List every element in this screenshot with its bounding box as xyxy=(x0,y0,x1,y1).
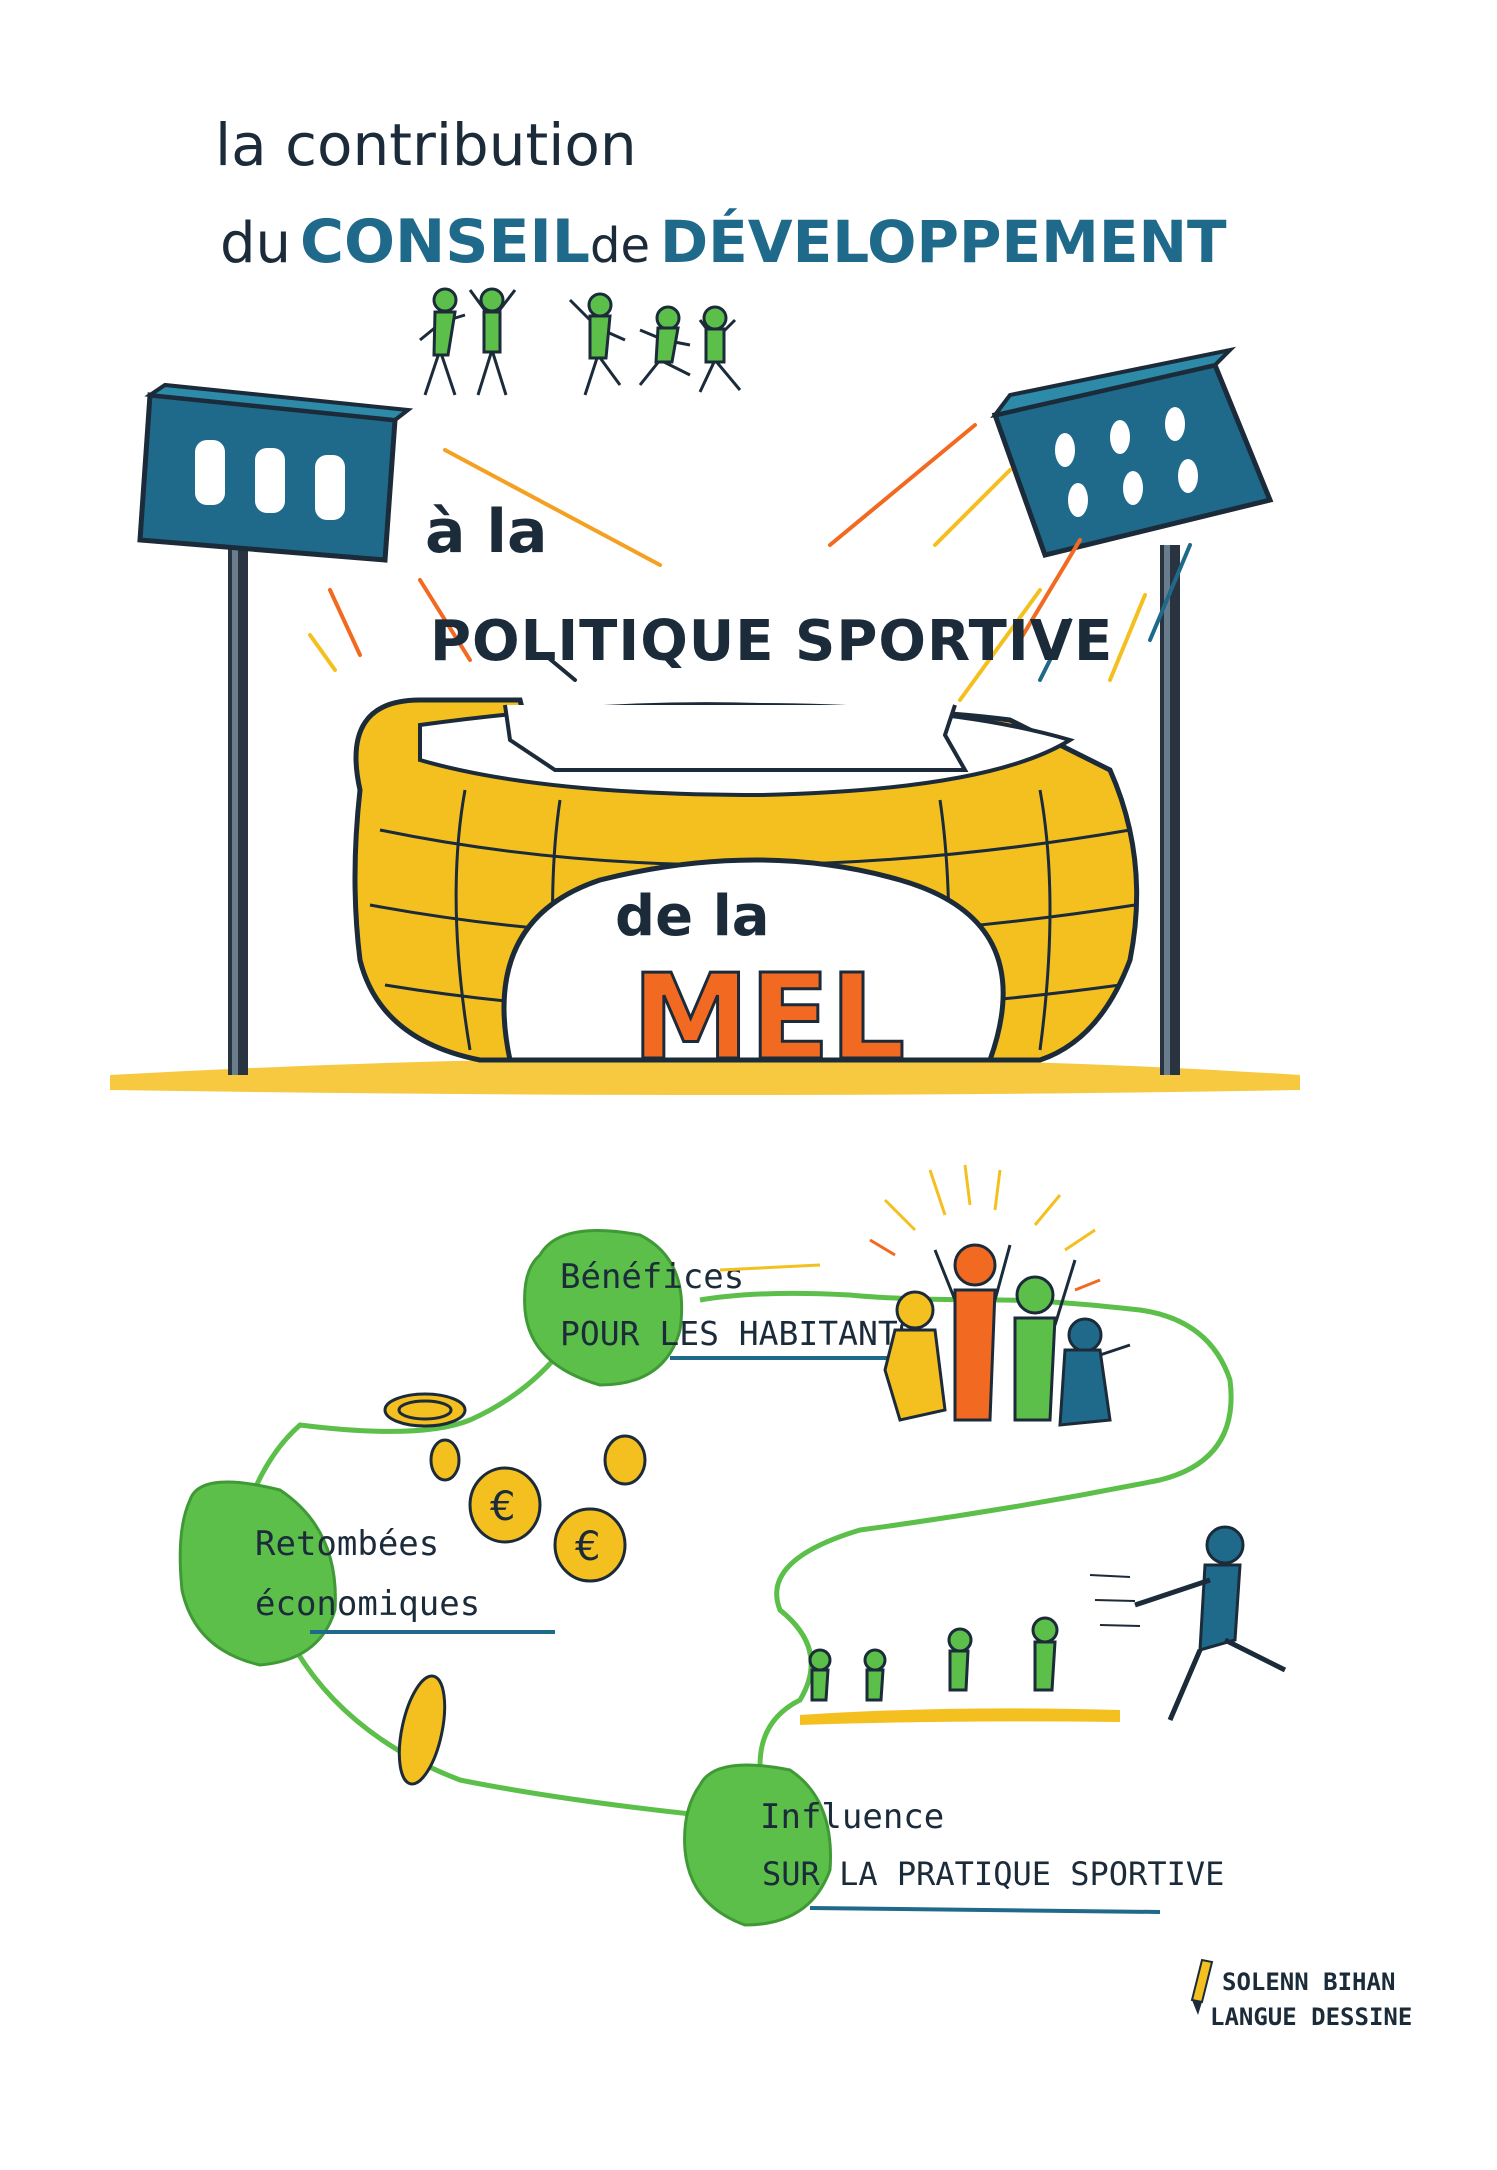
dancers-group xyxy=(419,287,742,396)
step-2-line-2: économiques xyxy=(255,1584,480,1624)
coin-5 xyxy=(603,1434,647,1486)
credit-line-1: SOLENN BIHAN xyxy=(1222,1968,1395,1996)
coin-6 xyxy=(397,1674,447,1786)
coins-group: € € xyxy=(383,1392,647,1786)
title-developpement: DÉVELOPPEMENT xyxy=(660,207,1227,276)
title-line-4: POLITIQUE SPORTIVE xyxy=(430,609,1113,674)
dancer-1 xyxy=(419,287,466,396)
coin-3: € xyxy=(468,1466,542,1544)
coin-4: € xyxy=(553,1507,627,1583)
step-retombees: Retombées économiques xyxy=(178,1480,555,1667)
journey-path xyxy=(237,1284,1234,1821)
credit: SOLENN BIHAN LANGUE DESSINE xyxy=(1190,1958,1412,2031)
step-1-line-1: Bénéfices xyxy=(560,1257,744,1297)
floodlight-right xyxy=(990,346,1274,1075)
step-1-line-2: POUR LES HABITANTS xyxy=(560,1314,918,1353)
title-line-1: la contribution xyxy=(215,111,637,179)
stadium xyxy=(352,697,1140,1063)
credit-line-2: LANGUE DESSINE xyxy=(1210,2003,1412,2031)
svg-text:€: € xyxy=(490,1484,515,1530)
title-de: de xyxy=(590,218,650,274)
ground-shadow xyxy=(110,1057,1300,1095)
title-conseil: CONSEIL xyxy=(300,207,590,277)
title-line-2-prefix: du xyxy=(220,211,291,276)
step-influence: Influence SUR LA PRATIQUE SPORTIVE xyxy=(683,1763,1224,1927)
step-2-line-1: Retombées xyxy=(255,1524,439,1564)
floodlight-left xyxy=(137,382,414,1075)
dancer-2 xyxy=(468,287,517,396)
title-mel: MEL xyxy=(632,948,905,1086)
coin-1 xyxy=(383,1392,467,1428)
step-3-line-1: Influence xyxy=(760,1797,944,1837)
step-3-line-2: SUR LA PRATIQUE SPORTIVE xyxy=(762,1855,1224,1893)
running-figures xyxy=(800,1525,1287,1725)
title-line-3: à la xyxy=(425,497,547,567)
svg-text:€: € xyxy=(575,1524,600,1570)
light-rays xyxy=(308,423,1192,702)
dancer-3 xyxy=(568,292,626,396)
pencil-icon xyxy=(1190,1958,1214,2015)
title-line-5: de la xyxy=(615,884,770,949)
dancer-4 xyxy=(638,305,691,386)
dancer-5 xyxy=(698,305,742,393)
celebrating-people xyxy=(869,1164,1131,1427)
coin-2 xyxy=(429,1438,461,1482)
step-benefices: Bénéfices POUR LES HABITANTS xyxy=(523,1229,918,1387)
